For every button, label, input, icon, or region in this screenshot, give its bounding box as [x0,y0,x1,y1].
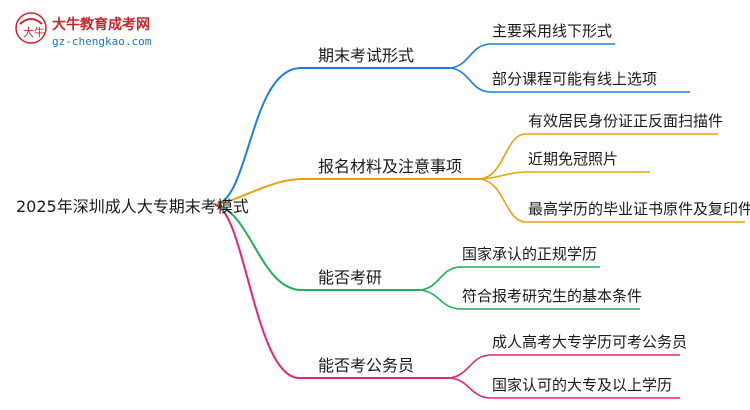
edge-root-branch-1 [214,67,450,206]
brand-logo: 大牛 大牛教育成考网 gz-chengkao.com [14,10,184,54]
edge-root-branch-3 [214,204,420,291]
edge-b4-leaf-2 [449,377,680,399]
leaf-online-option: 部分课程可能有线上选项 [492,70,658,88]
leaf-recognized-degree: 国家承认的正规学历 [462,245,598,263]
leaf-diploma: 最高学历的毕业证书原件及复印件 [528,200,750,218]
leaf-photo: 近期免冠照片 [528,150,619,168]
leaf-id-card: 有效居民身份证正反面扫描件 [528,112,724,130]
brand-url: gz-chengkao.com [52,35,152,48]
edge-root-branch-2 [214,178,480,206]
edge-b1-leaf-1 [449,43,615,69]
leaf-offline-main: 主要采用线下形式 [492,22,613,40]
brand-mark-icon: 大牛 [15,12,47,44]
edge-b1-leaf-2 [449,67,690,93]
edge-b2-leaf-3 [479,178,745,223]
edge-b2-leaf-2 [479,171,650,180]
leaf-national-recognized: 国家认可的大专及以上学历 [492,376,673,394]
branch-materials: 报名材料及注意事项 [318,157,463,176]
branch-postgrad: 能否考研 [318,268,383,287]
leaf-basic-conditions: 符合报考研究生的基本条件 [462,287,643,305]
edge-b3-leaf-2 [419,289,640,310]
edge-root-branch-4 [214,204,450,380]
branch-exam-format: 期末考试形式 [318,46,415,65]
edge-b2-leaf-1 [479,133,718,180]
branch-civil-service: 能否考公务员 [318,356,415,375]
brand-name: 大牛教育成考网 [52,17,150,33]
brand-mark-text: 大牛 [23,25,45,39]
edge-b4-leaf-1 [449,354,680,379]
leaf-can-apply: 成人高考大专学历可考公务员 [492,333,688,351]
edge-b3-leaf-1 [419,266,600,291]
root-node: 2025年深圳成人大专期末考模式 [16,197,249,216]
